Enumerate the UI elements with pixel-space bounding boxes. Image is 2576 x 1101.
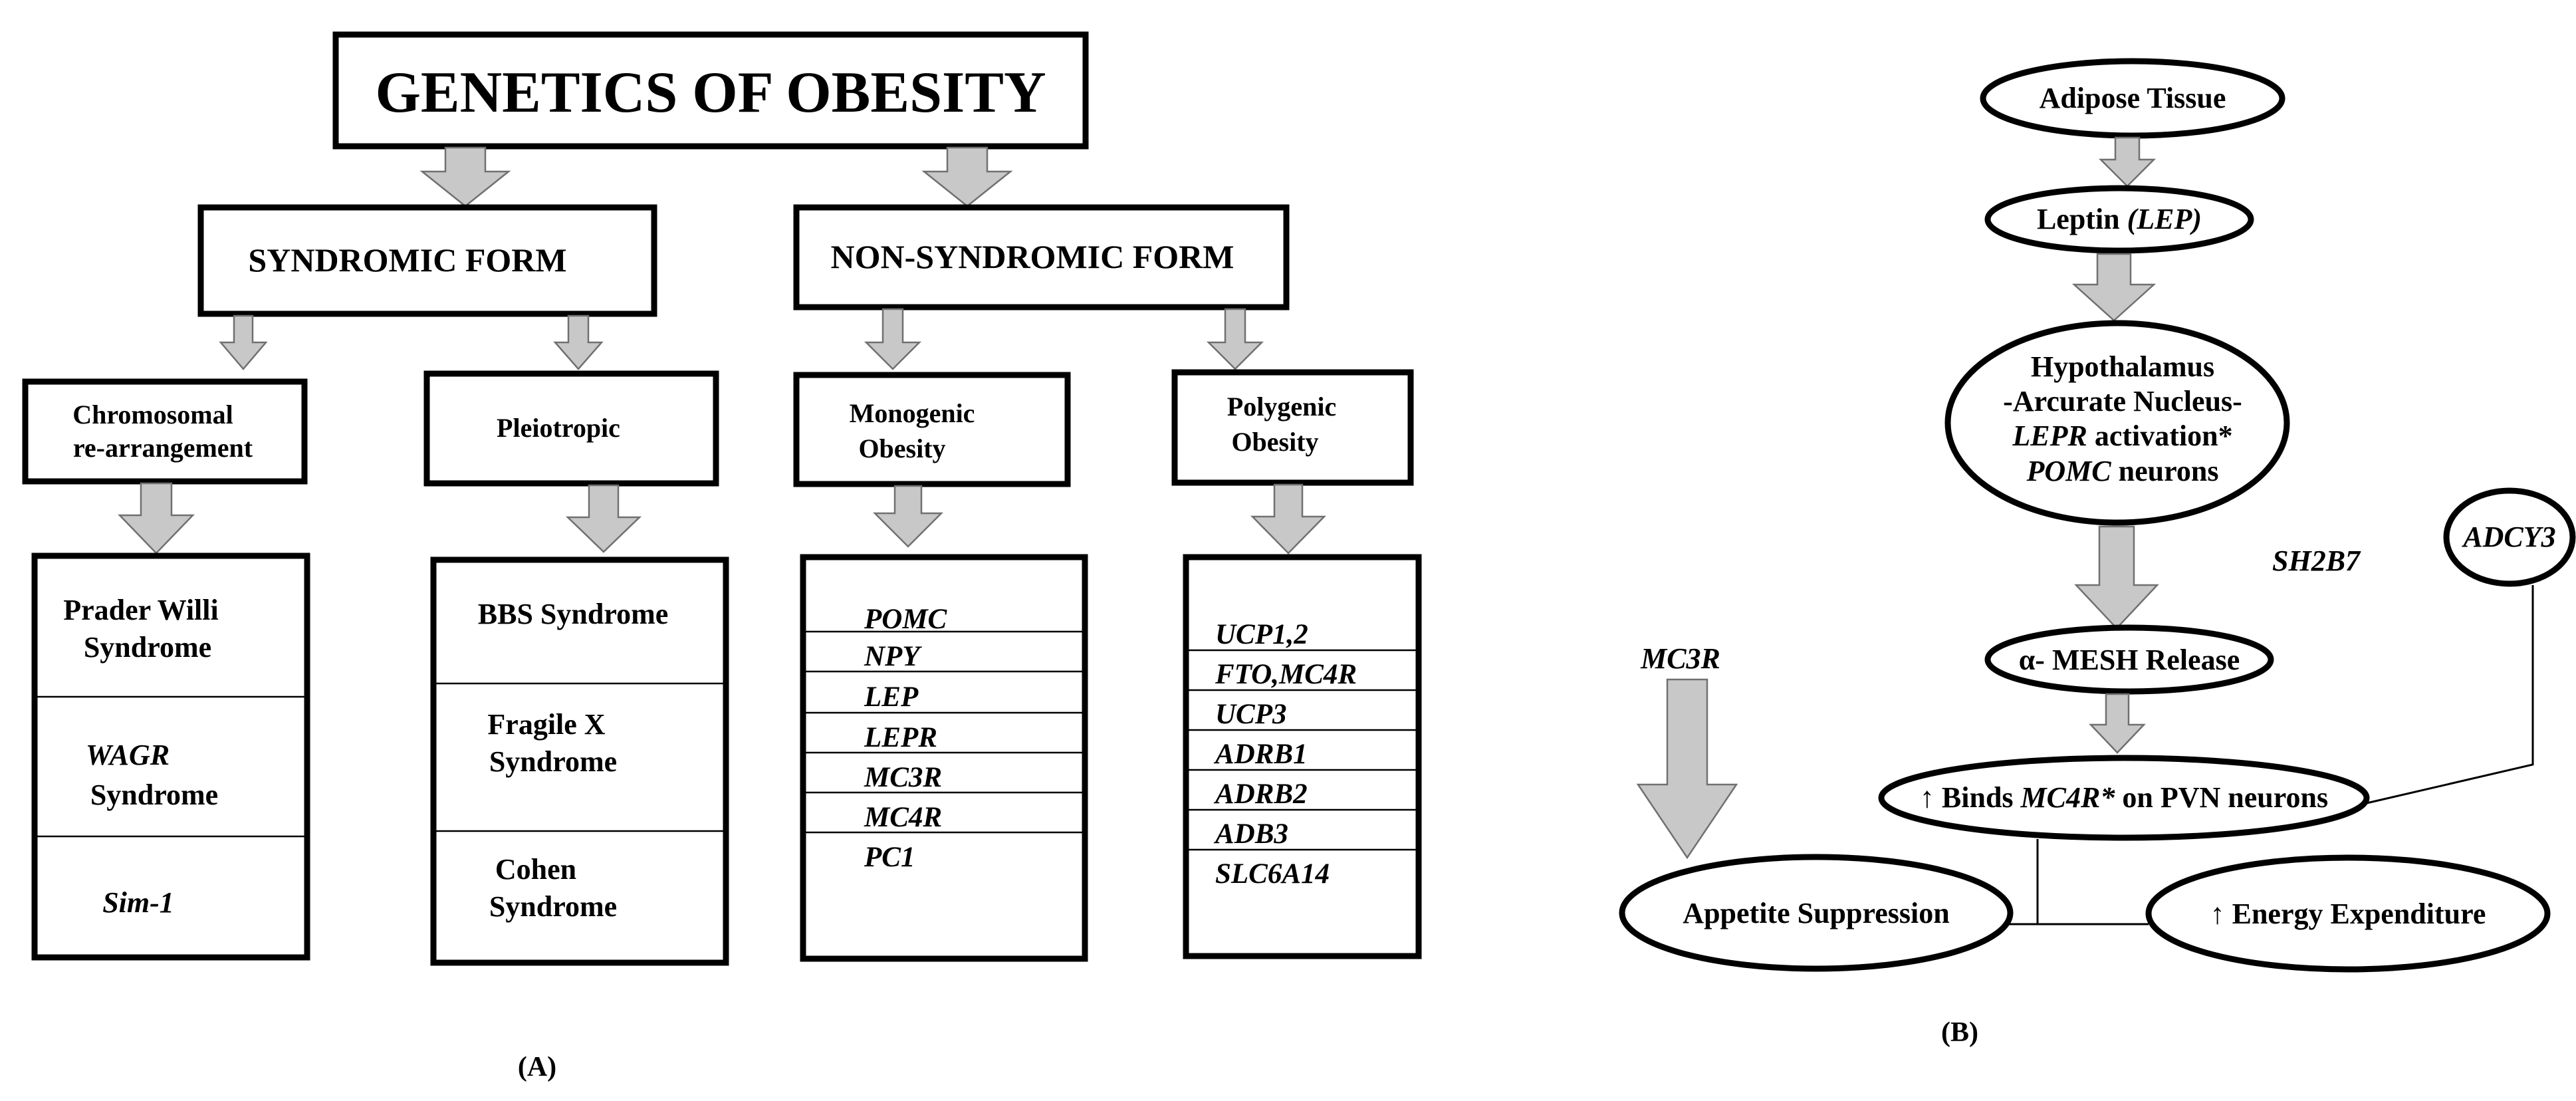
hypothalamus-lepr: LEPR — [2012, 420, 2087, 452]
monogenic-box — [793, 372, 1071, 487]
pleio-item-bbs: BBS Syndrome — [478, 598, 669, 630]
mono-gene: POMC — [864, 604, 948, 635]
non-syndromic-box — [793, 204, 1290, 310]
panel-b-label: (B) — [1941, 1017, 1978, 1048]
mono-gene: MC4R — [864, 802, 942, 833]
adcy3-node — [2443, 487, 2576, 587]
monogenic-list-box — [800, 554, 1088, 962]
poly-gene: FTO,MC4R — [1215, 659, 1357, 690]
arrow-leptin-hypothalamus — [2071, 253, 2157, 322]
binds-pvn: on PVN neurons — [2115, 781, 2328, 814]
hypothalamus-text-1: Hypothalamus — [2031, 350, 2214, 383]
polygenic-gene-list: UCP1,2 FTO,MC4R UCP3 ADRB1 ADRB2 ADB3 SL… — [1186, 619, 1419, 890]
mono-gene: LEP — [864, 681, 919, 713]
adcy3-connector — [2366, 585, 2534, 804]
adipose-tissue-text: Adipose Tissue — [2040, 82, 2226, 114]
pleiotropic-list-box — [430, 556, 729, 966]
mono-gene: PC1 — [864, 842, 915, 873]
panel-a-label: (A) — [518, 1052, 556, 1082]
hypothalamus-node — [1944, 320, 2290, 526]
pleio-item-cohen-1: Cohen — [495, 853, 576, 886]
arrow-syndromic-chromosomal — [219, 314, 268, 370]
arrow-mesh-binds — [2089, 693, 2146, 754]
binds-mc4r-text: ↑ Binds MC4R* on PVN neurons — [1920, 781, 2328, 814]
pleiotropic-text: Pleiotropic — [497, 413, 620, 443]
binds-label: ↑ Binds — [1920, 781, 2021, 814]
appetite-suppression-text: Appetite Suppression — [1683, 897, 1949, 929]
arrow-pleiotropic-list — [565, 484, 642, 553]
mono-gene: NPY — [864, 641, 922, 672]
hypothalamus-text-2: -Arcurate Nucleus- — [2003, 385, 2242, 418]
leptin-text: Leptin (LEP) — [2037, 203, 2202, 235]
monogenic-text-2: Obesity — [858, 433, 945, 463]
leptin-node — [1984, 185, 2254, 254]
pleio-item-cohen-2: Syndrome — [489, 890, 617, 923]
arrow-title-syndromic — [419, 146, 511, 207]
mono-gene: MC3R — [864, 762, 942, 793]
energy-expenditure-node — [2145, 854, 2551, 973]
hypothalamus-text-4: POMC neurons — [2026, 455, 2219, 487]
chrom-item-sim1: Sim-1 — [102, 886, 174, 919]
polygenic-text-1: Polygenic — [1227, 392, 1336, 422]
syndromic-text: SYNDROMIC FORM — [248, 241, 566, 279]
monogenic-gene-list: POMC NPY LEP LEPR MC3R MC4R PC1 — [803, 604, 1085, 873]
syndromic-box — [197, 204, 657, 317]
binds-mc4r-node — [1878, 755, 2370, 841]
sh2b7-label: SH2B7 — [2272, 545, 2361, 577]
arrow-hypothalamus-mesh — [2074, 525, 2159, 630]
arrow-adipose-leptin — [2098, 136, 2157, 187]
chromosomal-text-1: Chromosomal — [72, 400, 233, 429]
pleiotropic-box — [423, 370, 719, 487]
title-box — [332, 31, 1089, 150]
non-syndromic-text: NON-SYNDROMIC FORM — [831, 238, 1234, 275]
leptin-label: Leptin — [2037, 203, 2127, 235]
chrom-item-wagr-1: WAGR — [86, 739, 170, 771]
arrow-syndromic-pleiotropic — [553, 314, 604, 370]
mc3r-label: MC3R — [1640, 642, 1720, 675]
chromosomal-list-box — [31, 552, 310, 961]
pleio-item-fragile-1: Fragile X — [487, 708, 605, 741]
poly-gene: ADRB1 — [1213, 739, 1308, 770]
leptin-gene: (LEP) — [2127, 203, 2202, 235]
arrow-monogenic-list — [872, 485, 944, 548]
polygenic-list-box — [1183, 554, 1422, 959]
energy-expenditure-text: ↑ Energy Expenditure — [2210, 898, 2486, 930]
panel-a: GENETICS OF OBESITY SYNDROMIC FORM NON-S… — [22, 31, 1422, 1082]
arrow-nonsyndromic-polygenic — [1206, 308, 1264, 370]
arrow-title-nonsyndromic — [921, 146, 1013, 207]
chromosomal-text-2: re-arrangement — [73, 433, 253, 463]
poly-gene: UCP3 — [1215, 699, 1287, 730]
chrom-item-prader-1: Prader Willi — [63, 594, 218, 626]
hypothalamus-pomc: POMC — [2026, 455, 2112, 487]
mono-gene: LEPR — [864, 722, 937, 753]
mesh-release-node — [1984, 624, 2274, 695]
poly-gene: ADRB2 — [1213, 779, 1308, 810]
hypothalamus-text-3: LEPR activation* — [2012, 420, 2232, 452]
poly-gene: SLC6A14 — [1215, 858, 1330, 890]
appetite-suppression-node — [1619, 854, 2014, 972]
adipose-tissue-node — [1980, 58, 2285, 139]
hypothalamus-neurons: neurons — [2111, 455, 2219, 487]
adcy3-text: ADCY3 — [2461, 521, 2555, 553]
arrow-chromosomal-list — [118, 482, 195, 554]
polygenic-text-2: Obesity — [1231, 427, 1318, 457]
arrow-nonsyndromic-monogenic — [864, 308, 922, 370]
poly-gene: UCP1,2 — [1215, 619, 1308, 650]
binds-mc4r-gene: MC4R* — [2020, 781, 2116, 814]
monogenic-text-1: Monogenic — [850, 398, 975, 428]
chromosomal-box — [22, 378, 308, 485]
chrom-item-wagr-2: Syndrome — [90, 779, 218, 811]
title-text: GENETICS OF OBESITY — [375, 61, 1046, 125]
chrom-item-prader-2: Syndrome — [84, 631, 211, 664]
polygenic-box — [1171, 369, 1414, 486]
poly-gene: ADB3 — [1213, 818, 1288, 850]
panel-b: Adipose Tissue Leptin (LEP) Hypothalamus… — [1619, 58, 2576, 1048]
arrow-mc3r-appetite — [1636, 678, 1738, 860]
arrow-polygenic-list — [1250, 483, 1326, 554]
mesh-release-text: α- MESH Release — [2019, 644, 2240, 676]
pleio-item-fragile-2: Syndrome — [489, 745, 617, 778]
hypothalamus-activation: activation* — [2087, 420, 2233, 452]
